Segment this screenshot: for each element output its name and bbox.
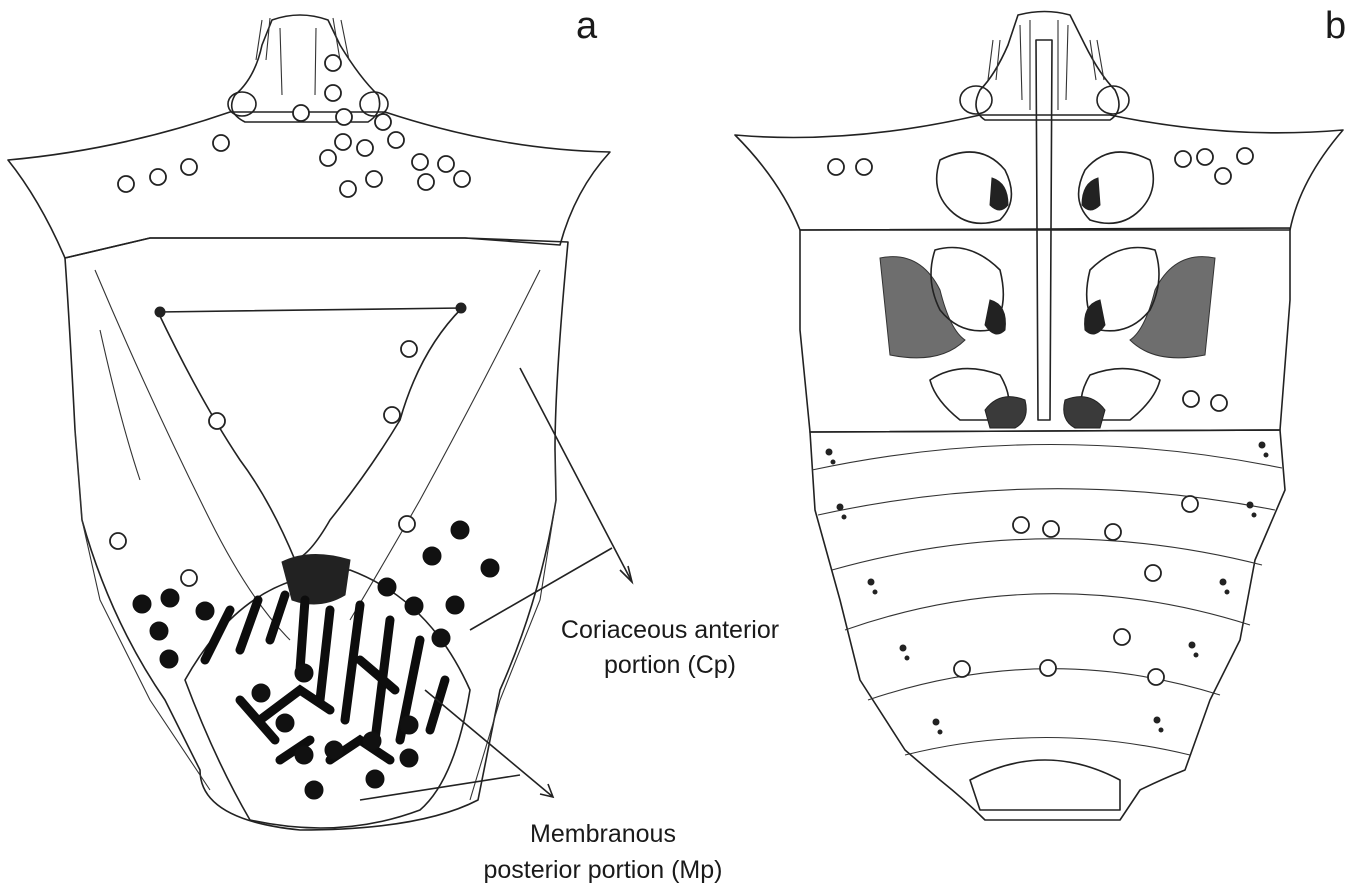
membranous-label-line1: Membranous [530,820,676,848]
panel-a-label: a [576,5,598,47]
panel-a-dorsal-view [8,15,610,830]
panel-b-label: b [1325,5,1346,47]
spiracles [826,442,1268,734]
panel-b-ventral-view [735,12,1343,821]
membranous-label-line2: posterior portion (Mp) [484,856,723,884]
membrane-veins [205,595,445,760]
coriaceous-label-line1: Coriaceous anterior [561,616,779,644]
coriaceous-label-line2: portion (Cp) [604,651,736,679]
